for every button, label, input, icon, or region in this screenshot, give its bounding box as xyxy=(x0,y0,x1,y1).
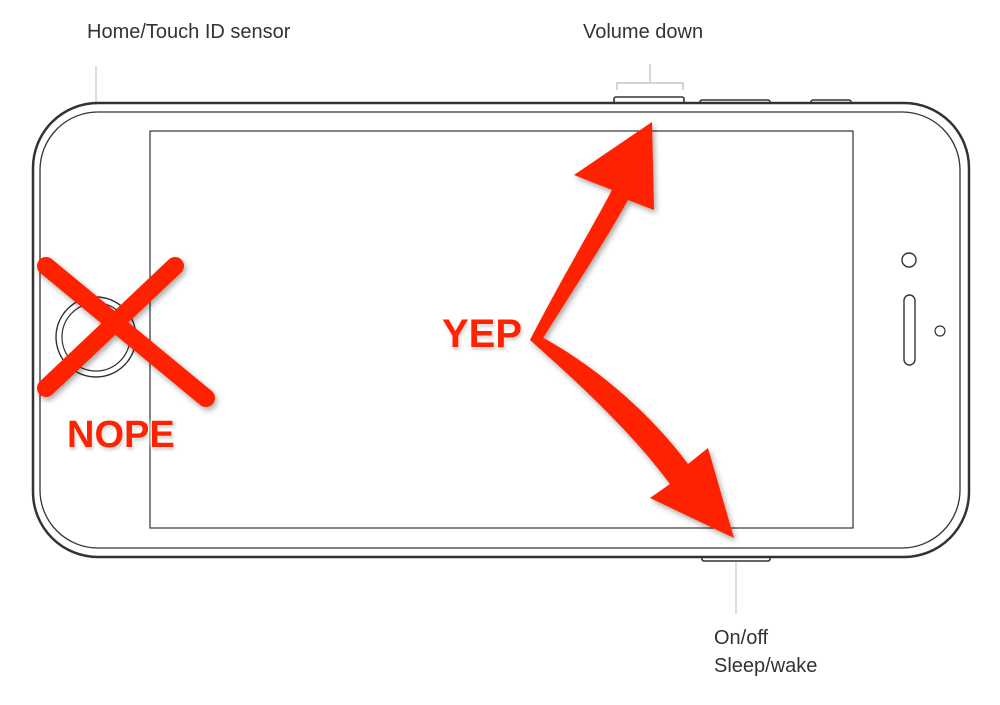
proximity-sensor xyxy=(934,325,946,337)
on-off-label: On/off xyxy=(714,627,769,649)
yep-arrows xyxy=(530,122,734,538)
front-camera xyxy=(901,252,917,268)
earpiece-speaker xyxy=(903,294,916,366)
nope-callout: NOPE xyxy=(67,414,175,456)
sleep-wake-label: Sleep/wake xyxy=(714,655,818,677)
home-sensor-label: Home/Touch ID sensor xyxy=(87,21,291,43)
yep-callout: YEP xyxy=(442,312,523,356)
arrow-to-volume-down-icon xyxy=(530,122,654,346)
volume-down-label: Volume down xyxy=(583,21,704,43)
arrow-to-sleep-wake-icon xyxy=(530,334,734,538)
screen-area xyxy=(149,130,854,529)
volume-down-bracket xyxy=(616,64,684,90)
nope-x-mark xyxy=(37,257,215,407)
phone-body-inner xyxy=(39,111,961,549)
phone-body-outer xyxy=(31,101,971,559)
